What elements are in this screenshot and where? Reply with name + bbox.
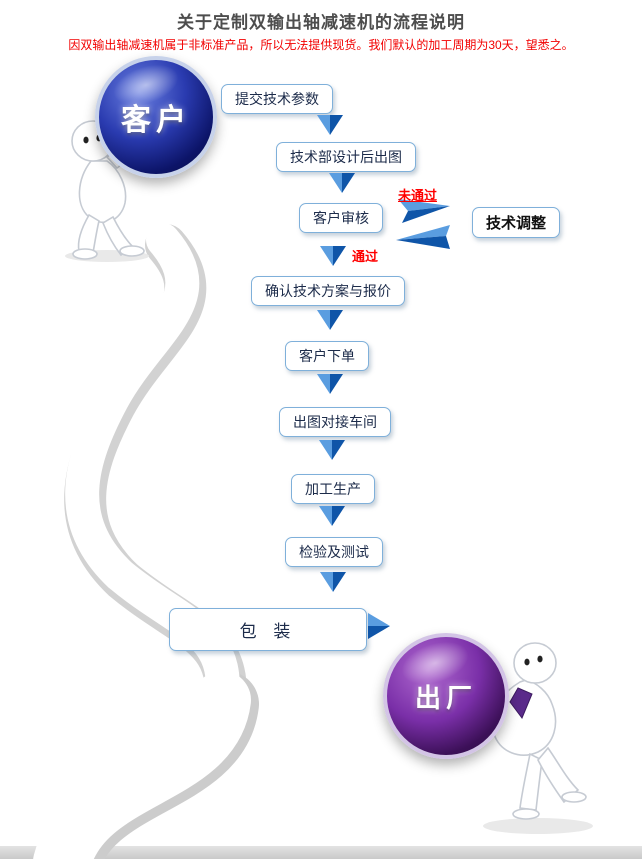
flow-step-customer-order: 客户下单 [285, 341, 369, 371]
flow-step-submit-params: 提交技术参数 [221, 84, 333, 114]
arrow-down-icon [317, 310, 343, 330]
arrow-return-left-icon [396, 225, 450, 249]
arrow-down-icon [319, 506, 345, 526]
flow-step-packaging: 包 装 [169, 608, 367, 651]
notice-text: 因双输出轴减速机属于非标准产品，所以无法提供现货。我们默认的加工周期为30天，望… [68, 38, 574, 52]
label-fail: 未通过 [398, 188, 438, 203]
arrow-right-icon [368, 613, 390, 639]
flow-step-inspection-testing: 检验及测试 [285, 537, 383, 567]
arrow-down-icon [317, 115, 343, 135]
flow-step-customer-review: 客户审核 [299, 203, 383, 233]
flow-step-design-drawing: 技术部设计后出图 [276, 142, 416, 172]
customer-sphere-label: 客户 [121, 104, 191, 137]
bottom-edge-strip [0, 846, 642, 859]
page-title: 关于定制双输出轴减速机的流程说明 [177, 13, 465, 32]
flow-step-tech-adjustment: 技术调整 [471, 207, 561, 238]
arrow-fail-right-icon [398, 199, 450, 223]
customer-sphere: 客户 [95, 56, 217, 178]
arrow-down-icon [319, 440, 345, 460]
label-pass: 通过 [352, 249, 379, 264]
factory-sphere: 出厂 [383, 633, 509, 759]
flow-step-confirm-quote: 确认技术方案与报价 [251, 276, 405, 306]
arrow-down-icon [329, 173, 355, 193]
arrow-down-icon [317, 374, 343, 394]
arrow-down-icon [320, 246, 346, 266]
flow-step-production: 加工生产 [291, 474, 375, 504]
flow-step-drawing-to-workshop: 出图对接车间 [279, 407, 391, 437]
factory-sphere-label: 出厂 [414, 682, 477, 713]
tie-shape [509, 687, 533, 719]
arrow-down-icon [320, 572, 346, 592]
